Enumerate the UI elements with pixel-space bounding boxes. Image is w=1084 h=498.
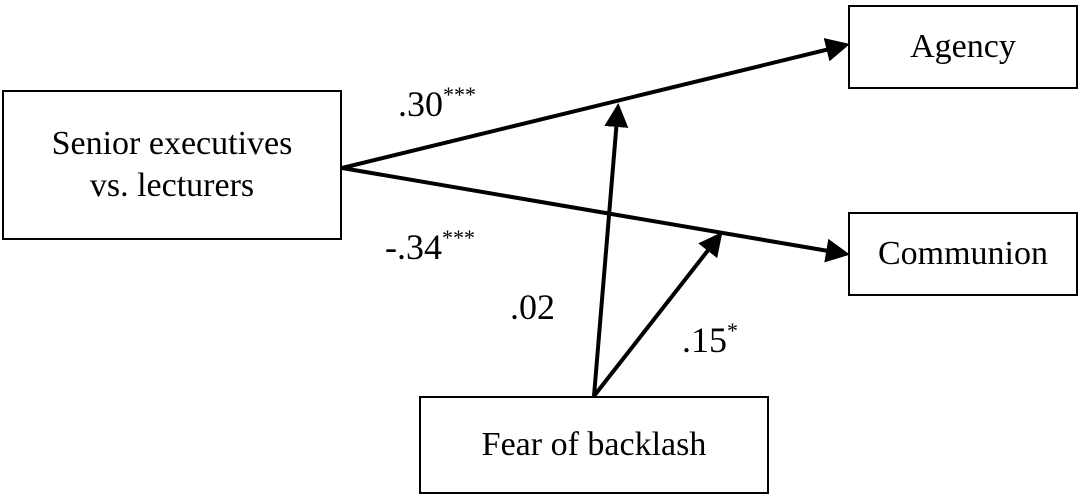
agency-node: Agency (848, 5, 1078, 89)
significance-stars: *** (443, 82, 476, 107)
coefficient-senior-agency: .30*** (398, 82, 476, 125)
coefficient-value: .02 (510, 287, 555, 327)
communion-node: Communion (848, 212, 1078, 296)
coefficient-fear-mod-communion: .15* (682, 318, 738, 361)
arrow-senior-to-agency (341, 38, 850, 170)
significance-stars: * (727, 318, 738, 343)
senior-node-line1: Senior executives (51, 124, 293, 162)
significance-stars: *** (442, 225, 475, 250)
arrow-fear-mod-communion (592, 231, 723, 398)
fear-of-backlash-node: Fear of backlash (419, 396, 769, 494)
senior-executives-node: Senior executives vs. lecturers (2, 90, 342, 240)
arrow-senior-to-communion (341, 166, 850, 263)
coefficient-value: .30 (398, 84, 443, 124)
fear-node-label: Fear of backlash (481, 425, 707, 463)
coefficient-value: -.34 (385, 227, 442, 267)
senior-node-line2: vs. lecturers (89, 167, 255, 204)
coefficient-senior-communion: -.34*** (385, 225, 475, 268)
communion-node-label: Communion (877, 234, 1049, 272)
agency-node-label: Agency (910, 27, 1016, 65)
arrow-fear-mod-agency (592, 103, 629, 397)
coefficient-value: .15 (682, 320, 727, 360)
coefficient-fear-mod-agency: .02 (510, 285, 555, 328)
